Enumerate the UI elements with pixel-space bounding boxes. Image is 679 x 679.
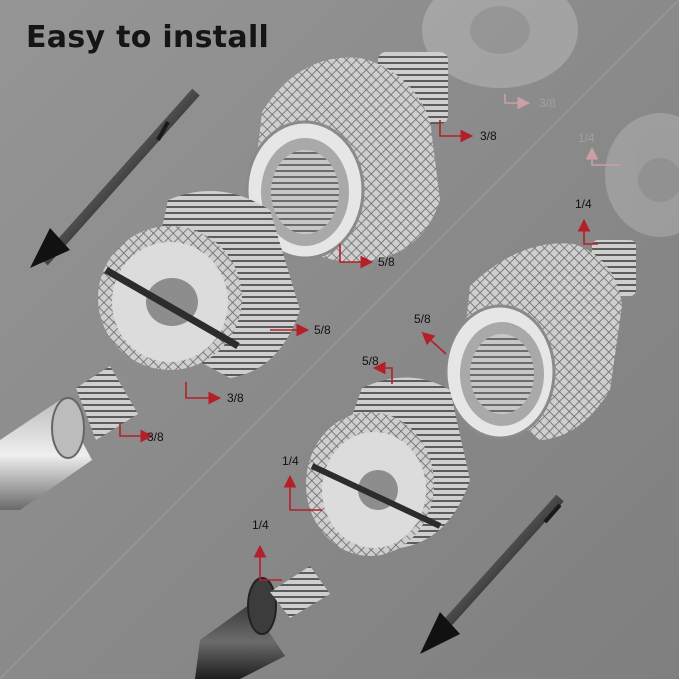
label-right-ring-5-8: 5/8 [362,354,379,368]
label-top-adapter-3-8: 3/8 [480,129,497,143]
label-right-ghost-1-4: 1/4 [578,131,595,145]
callout-arrows [119,94,620,581]
label-right-adapter-5-8: 5/8 [414,312,431,326]
split-ring-adapter-left [98,191,300,378]
page-title: Easy to install [26,20,270,55]
direction-arrow-right [420,494,564,654]
label-left-ring-5-8: 5/8 [314,323,331,337]
label-right-ring-1-4: 1/4 [282,454,299,468]
label-right-adapter-1-4: 1/4 [575,197,592,211]
direction-arrow-left [30,88,200,268]
stand-rod-1-4 [195,566,330,679]
ghost-right-adapter [605,113,679,237]
stand-rod-3-8 [0,366,138,510]
label-left-stand-3-8: 3/8 [147,430,164,444]
adapter-5-8-to-1-4 [444,240,636,440]
label-top-adapter-5-8: 5/8 [378,255,395,269]
adapter-5-8-to-3-8 [245,52,448,262]
label-right-stand-1-4: 1/4 [252,518,269,532]
split-ring-adapter-right [306,377,470,556]
label-left-ring-3-8: 3/8 [227,391,244,405]
label-top-ghost-3-8: 3/8 [539,96,556,110]
ghost-top-adapter [422,0,578,88]
